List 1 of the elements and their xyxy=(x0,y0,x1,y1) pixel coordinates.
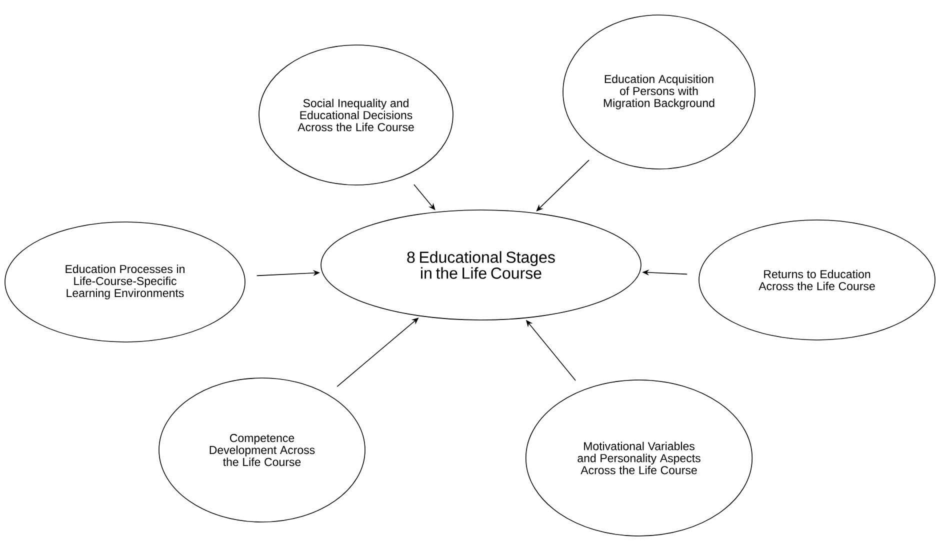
arrow xyxy=(536,160,590,212)
